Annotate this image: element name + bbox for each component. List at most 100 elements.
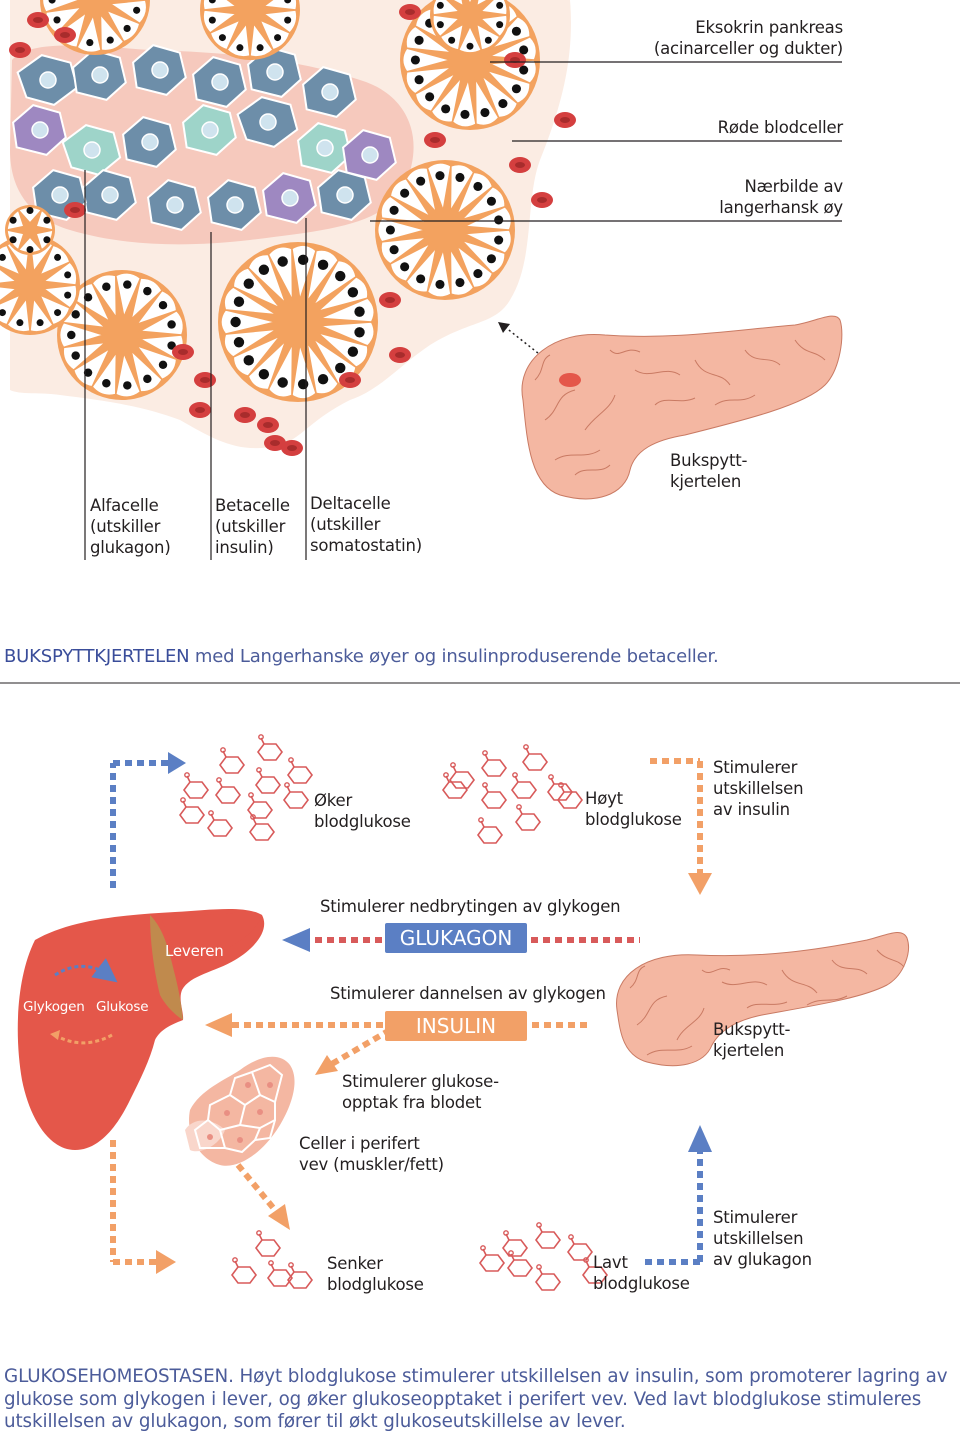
acinus bbox=[200, 0, 300, 60]
label-liver: Leveren bbox=[165, 942, 224, 960]
label-beta-cell: Betacelle (utskiller insulin) bbox=[215, 496, 290, 557]
label-alpha-cell: Alfacelle (utskiller glukagon) bbox=[90, 496, 171, 557]
glucose-molecule bbox=[255, 1230, 281, 1257]
glucose-molecule bbox=[515, 804, 541, 831]
caption-top: BUKSPYTTKJERTELEN med Langerhanske øyer … bbox=[4, 645, 719, 668]
glucose-molecule bbox=[582, 1257, 608, 1284]
acinus bbox=[430, 0, 510, 55]
glucose-molecule bbox=[479, 1245, 505, 1272]
tissue-section bbox=[0, 0, 843, 560]
liver-illustration bbox=[17, 908, 265, 1150]
glucose-molecule bbox=[207, 810, 233, 837]
glucose-molecule bbox=[267, 1260, 293, 1287]
glucose-molecules bbox=[179, 734, 608, 1291]
label-glycogen-formation: Stimulerer dannelsen av glykogen bbox=[330, 984, 606, 1003]
arrow-head bbox=[168, 752, 186, 774]
label-pancreas-top: Bukspytt- kjertelen bbox=[670, 451, 748, 491]
acinus bbox=[375, 160, 515, 300]
red-blood-cell bbox=[554, 112, 576, 128]
label-stimulates-glucagon: Stimulerer utskillelsen av glukagon bbox=[713, 1208, 812, 1269]
glucose-molecule bbox=[557, 782, 583, 809]
acinus bbox=[218, 242, 378, 402]
glucose-molecule bbox=[477, 817, 503, 844]
arrow-head bbox=[156, 1250, 176, 1274]
glucose-molecule bbox=[283, 782, 309, 809]
glucose-molecule bbox=[567, 1234, 593, 1261]
red-blood-cell bbox=[339, 372, 361, 388]
red-blood-cell bbox=[531, 192, 553, 208]
glucose-molecule bbox=[442, 772, 468, 799]
red-blood-cell bbox=[234, 407, 256, 423]
label-glucose: Glukose bbox=[96, 999, 149, 1015]
red-blood-cell bbox=[389, 347, 411, 363]
label-pancreas-bottom: Bukspytt- kjertelen bbox=[713, 1020, 791, 1060]
arrow-head bbox=[688, 1125, 712, 1152]
pancreas-illustration bbox=[521, 315, 843, 500]
label-closeup: Nærbilde av langerhansk øy bbox=[719, 177, 843, 217]
red-blood-cell bbox=[281, 440, 303, 456]
label-lines bbox=[84, 61, 842, 560]
red-blood-cell bbox=[504, 52, 526, 68]
acinar-units bbox=[0, 0, 540, 402]
insulin-to-tissue bbox=[328, 1027, 392, 1068]
peripheral-cells bbox=[185, 1056, 295, 1166]
arrow-head bbox=[688, 873, 712, 895]
glucose-molecule bbox=[179, 797, 205, 824]
glucagon-path-liver-up bbox=[110, 760, 170, 888]
glucose-molecule bbox=[219, 747, 245, 774]
label-glucose-uptake: Stimulerer glukose- opptak fra blodet bbox=[342, 1072, 499, 1112]
glucose-molecule bbox=[522, 744, 548, 771]
red-blood-cell bbox=[64, 202, 86, 218]
label-lowers-glucose: Senker blodglukose bbox=[327, 1254, 424, 1294]
red-blood-cell bbox=[509, 157, 531, 173]
acinus bbox=[5, 205, 55, 255]
label-red-blood-cells: Røde blodceller bbox=[717, 118, 844, 137]
glucose-molecule bbox=[511, 772, 537, 799]
glucose-molecule bbox=[257, 734, 283, 761]
arrow-head bbox=[282, 928, 310, 952]
red-blood-cell bbox=[9, 42, 31, 58]
label-low-glucose: Lavt blodglukose bbox=[593, 1253, 690, 1293]
label-glycogen: Glykogen bbox=[23, 999, 85, 1015]
red-blood-cells bbox=[9, 4, 576, 456]
label-delta-cell: Deltacelle (utskiller somatostatin) bbox=[310, 494, 422, 555]
glucose-molecule bbox=[535, 1222, 561, 1249]
red-blood-cell bbox=[194, 372, 216, 388]
homeostasis-diagram bbox=[17, 734, 909, 1291]
glucose-molecule bbox=[481, 782, 507, 809]
insulin-path-high bbox=[650, 758, 703, 875]
islet-cells bbox=[11, 44, 397, 231]
glucose-molecule bbox=[183, 772, 209, 799]
glucose-molecule bbox=[287, 1262, 313, 1289]
glucose-molecule bbox=[249, 814, 275, 841]
pancreas-illustration-2 bbox=[616, 931, 909, 1067]
label-peripheral-cells: Celler i perifert vev (muskler/fett) bbox=[299, 1134, 444, 1174]
red-blood-cell bbox=[257, 417, 279, 433]
glucose-molecule bbox=[481, 750, 507, 777]
red-blood-cell bbox=[399, 4, 421, 20]
red-blood-cell bbox=[189, 402, 211, 418]
glucose-molecule bbox=[449, 762, 475, 789]
red-blood-cell bbox=[27, 12, 49, 28]
label-exocrine: Eksokrin pankreas (acinarceller og dukte… bbox=[653, 18, 843, 58]
arrow-head bbox=[315, 1055, 338, 1075]
caption-top-keyword: BUKSPYTTKJERTELEN bbox=[4, 646, 190, 667]
insulin-badge: INSULIN bbox=[385, 1011, 527, 1041]
glucose-molecule bbox=[215, 777, 241, 804]
label-glycogen-breakdown: Stimulerer nedbrytingen av glykogen bbox=[320, 897, 621, 916]
glucose-molecule bbox=[287, 757, 313, 784]
red-blood-cell bbox=[54, 27, 76, 43]
glucose-molecule bbox=[502, 1230, 528, 1257]
caption-top-text: med Langerhanske øyer og insulinproduser… bbox=[189, 646, 719, 667]
label-stimulates-insulin: Stimulerer utskillelsen av insulin bbox=[713, 758, 804, 819]
caption-bottom-keyword: GLUKOSEHOMEOSTASEN. bbox=[4, 1366, 234, 1387]
glucose-molecule bbox=[231, 1257, 257, 1284]
glucagon-path-low bbox=[645, 1150, 703, 1265]
caption-bottom: GLUKOSEHOMEOSTASEN. Høyt blodglukose sti… bbox=[4, 1366, 956, 1434]
acinus bbox=[57, 270, 187, 400]
tissue-to-low bbox=[235, 1163, 278, 1212]
red-blood-cell bbox=[264, 435, 286, 451]
red-blood-cell bbox=[424, 132, 446, 148]
glucose-molecule bbox=[247, 792, 273, 819]
